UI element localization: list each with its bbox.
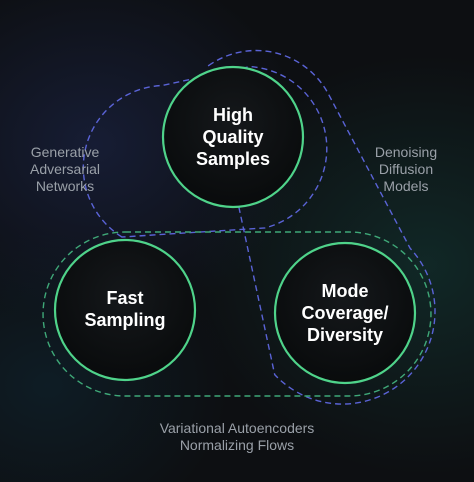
region-label-gan: Generative Adversarial Networks	[29, 144, 101, 194]
gan-region-outline	[82, 65, 328, 238]
node-label-mode-coverage-diversity: Mode Coverage/ Diversity	[301, 281, 389, 345]
node-label-high-quality-samples: High Quality Samples	[195, 105, 271, 169]
vae-flows-region-outline	[42, 231, 432, 397]
node-label-fast-sampling: Fast Sampling	[84, 288, 166, 330]
node-circle-top	[161, 65, 305, 209]
region-label-diffusion: Denoising Diffusion Models	[374, 144, 438, 194]
node-circle-right	[273, 241, 417, 385]
node-circle-left	[53, 238, 197, 382]
region-label-vae-flows: Variational Autoencoders Normalizing Flo…	[159, 420, 315, 453]
